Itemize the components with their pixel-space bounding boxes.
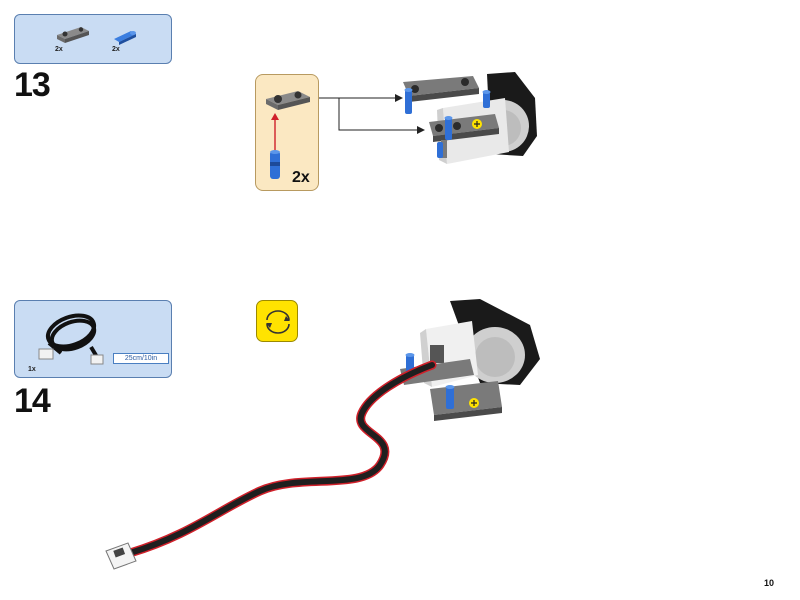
part-qty: 2x	[112, 46, 120, 53]
motor-assembly-illustration	[403, 72, 537, 164]
connector-cable-icon	[38, 313, 104, 365]
step-13-parts-box: 2x 2x	[14, 14, 172, 64]
subassembly-callout: 2x	[255, 74, 319, 191]
blue-axle-pin-icon	[270, 150, 280, 179]
motor-with-cable-illustration	[105, 299, 540, 570]
part-qty: 1x	[28, 366, 36, 373]
step-number: 14	[14, 382, 51, 420]
page-number: 10	[764, 578, 775, 588]
dark-gray-connector-beam-icon	[266, 91, 310, 110]
subassembly-qty: 2x	[292, 169, 310, 186]
part-qty: 2x	[55, 46, 63, 53]
rotate-model-icon	[256, 300, 298, 342]
callout-arrows	[319, 94, 425, 134]
red-insert-arrow	[271, 113, 279, 151]
cable-length-label: 25cm/10in	[113, 353, 169, 364]
step-number: 13	[14, 66, 51, 104]
step-14-parts-box: 1x 25cm/10in	[14, 300, 172, 378]
dark-gray-connector-beam-icon	[57, 27, 89, 43]
blue-axle-pin-icon	[114, 31, 136, 45]
